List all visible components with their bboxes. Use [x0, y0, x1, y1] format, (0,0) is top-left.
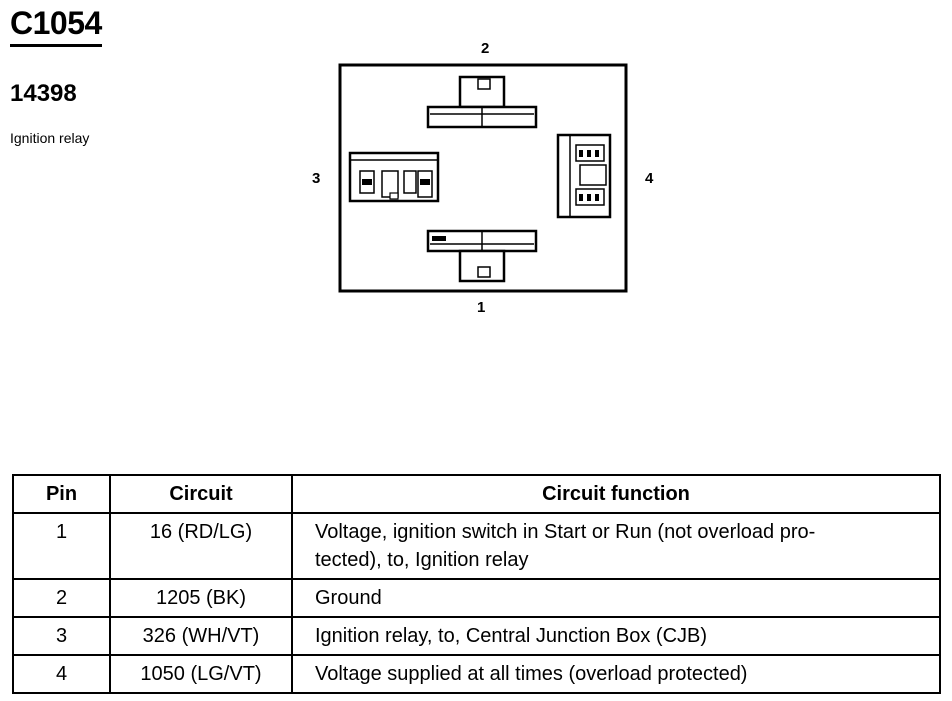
header-circuit: Circuit	[109, 474, 293, 514]
table-row: 3 326 (WH/VT) Ignition relay, to, Centra…	[12, 616, 941, 656]
cell-pin: 2	[12, 578, 111, 618]
cell-circuit: 1205 (BK)	[109, 578, 293, 618]
cell-function: Voltage, ignition switch in Start or Run…	[291, 512, 941, 580]
pin-label-bottom: 1	[477, 299, 486, 316]
cell-circuit: 1050 (LG/VT)	[109, 654, 293, 694]
cell-circuit: 16 (RD/LG)	[109, 512, 293, 580]
pinout-table: Pin Circuit Circuit function 1 16 (RD/LG…	[12, 474, 941, 694]
cell-circuit: 326 (WH/VT)	[109, 616, 293, 656]
table-row: 4 1050 (LG/VT) Voltage supplied at all t…	[12, 654, 941, 694]
header-circuit-function: Circuit function	[291, 474, 941, 514]
connector-id: C1054	[10, 4, 102, 47]
terminal-pin-3	[348, 151, 440, 203]
cell-pin: 4	[12, 654, 111, 694]
pin-label-left: 3	[312, 170, 321, 187]
header-pin: Pin	[12, 474, 111, 514]
pin-label-top: 2	[481, 40, 490, 57]
connector-face-diagram	[338, 63, 628, 293]
cell-pin: 3	[12, 616, 111, 656]
cell-function: Voltage supplied at all times (overload …	[291, 654, 941, 694]
terminal-pin-4	[556, 133, 612, 219]
pin-label-right: 4	[645, 170, 654, 187]
table-row: 2 1205 (BK) Ground	[12, 578, 941, 618]
table-header-row: Pin Circuit Circuit function	[12, 474, 941, 514]
terminal-pin-2	[426, 75, 538, 129]
cell-pin: 1	[12, 512, 111, 580]
component-name: Ignition relay	[10, 130, 90, 146]
table-row: 1 16 (RD/LG) Voltage, ignition switch in…	[12, 512, 941, 580]
cell-function: Ground	[291, 578, 941, 618]
cell-function: Ignition relay, to, Central Junction Box…	[291, 616, 941, 656]
part-number: 14398	[10, 80, 77, 107]
terminal-pin-1	[426, 229, 538, 283]
